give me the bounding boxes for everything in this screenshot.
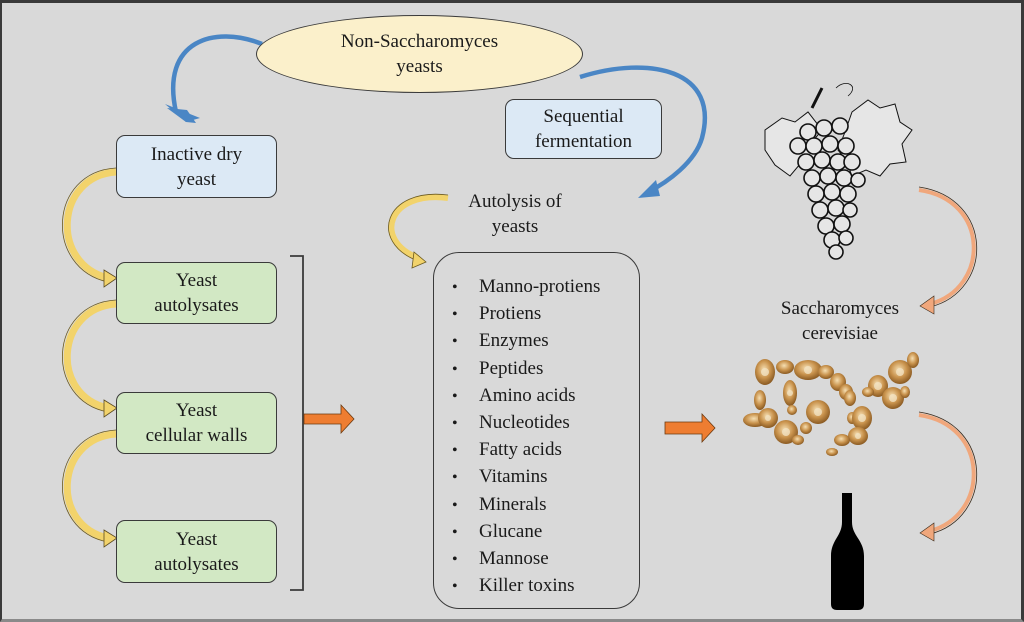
autolysis-product-item: • Amino acids bbox=[452, 383, 600, 410]
autolysis-product-item: • Mannose bbox=[452, 546, 600, 573]
yeast-autolysates-1-line2: autolysates bbox=[154, 295, 239, 316]
yeast-cells-icon bbox=[743, 352, 919, 456]
non-saccharomyces-line1: Non-Saccharomyces bbox=[340, 31, 499, 52]
bullet-icon: • bbox=[452, 415, 458, 433]
bullet-icon: • bbox=[452, 442, 458, 460]
sequential-fermentation-line2: fermentation bbox=[534, 131, 633, 152]
autolysis-product-item: • Peptides bbox=[452, 356, 600, 383]
sequential-fermentation-node: Sequential fermentation bbox=[505, 99, 662, 159]
bullet-icon: • bbox=[452, 578, 458, 596]
non-saccharomyces-line2: yeasts bbox=[396, 56, 443, 77]
autolysis-products-list: • Manno-protiens • Protiens • Enzymes • Peptide… bbox=[433, 252, 640, 609]
blue-arrow-to-inactive-dry-yeast bbox=[165, 34, 263, 123]
inactive-dry-yeast-line1: Inactive dry bbox=[150, 143, 243, 165]
autolysis-product-item: • Fatty acids bbox=[452, 437, 600, 464]
salmon-arrow-yeast-to-wine bbox=[918, 411, 978, 542]
saccharomyces-cerevisiae-label: Saccharomyces cerevisiae bbox=[765, 296, 915, 346]
yellow-arrow-1 bbox=[62, 167, 118, 288]
autolysis-product-item: • Enzymes bbox=[452, 328, 600, 355]
autolysis-of-yeasts-label: Autolysis of yeasts bbox=[450, 189, 580, 239]
bullet-icon: • bbox=[452, 523, 458, 541]
non-saccharomyces-yeasts-node: Non-Saccharomyces yeasts bbox=[256, 15, 583, 93]
sequential-fermentation-line1: Sequential bbox=[543, 106, 624, 127]
bullet-icon: • bbox=[452, 387, 458, 405]
autolysis-product-label: Protiens bbox=[479, 303, 542, 325]
bullet-icon: • bbox=[452, 306, 458, 324]
saccharomyces-line2: cerevisiae bbox=[802, 323, 878, 344]
yellow-arrow-3 bbox=[62, 429, 118, 548]
grape-bunch-icon bbox=[764, 83, 913, 260]
yeast-autolysates-2-line1: Yeast bbox=[175, 528, 218, 550]
autolysis-product-label: Mannose bbox=[479, 548, 549, 570]
bullet-icon: • bbox=[452, 279, 458, 296]
autolysis-product-label: Nucleotides bbox=[479, 412, 570, 434]
autolysis-product-item: • Glucane bbox=[452, 519, 600, 546]
yeast-cellular-walls-node: Yeast cellular walls bbox=[116, 392, 277, 454]
salmon-arrow-grapes-to-yeast bbox=[918, 186, 978, 315]
autolysis-product-item: • Vitamins bbox=[452, 464, 600, 491]
bullet-icon: • bbox=[452, 496, 458, 514]
yeast-cellular-walls-line1: Yeast bbox=[175, 400, 218, 421]
autolysis-line2: yeasts bbox=[491, 216, 539, 237]
autolysis-product-label: Minerals bbox=[479, 493, 547, 515]
bracket bbox=[290, 255, 304, 591]
yeast-autolysates-2-line2: autolysates bbox=[154, 553, 239, 575]
autolysis-product-label: Enzymes bbox=[479, 330, 549, 352]
yeast-autolysates-1-line1: Yeast bbox=[175, 270, 218, 291]
autolysis-product-item: • Killer toxins bbox=[452, 573, 600, 600]
autolysis-product-item: • Minerals bbox=[452, 492, 600, 519]
bullet-icon: • bbox=[452, 551, 458, 569]
inactive-dry-yeast-line2: yeast bbox=[176, 168, 217, 190]
wine-bottle-icon bbox=[831, 493, 864, 610]
bullet-icon: • bbox=[452, 469, 458, 487]
yellow-arrow-2 bbox=[62, 299, 118, 418]
yeast-cells-highlights bbox=[761, 366, 904, 439]
orange-arrow-list-to-yeast bbox=[664, 412, 716, 444]
yeast-autolysates-node-1: Yeast autolysates bbox=[116, 262, 277, 324]
yellow-arrow-to-list bbox=[388, 193, 449, 269]
yeast-autolysates-node-2: Yeast autolysates bbox=[116, 520, 277, 583]
autolysis-product-label: Killer toxins bbox=[479, 575, 575, 597]
orange-arrow-bracket-to-list bbox=[303, 403, 355, 435]
autolysis-product-label: Glucane bbox=[479, 520, 543, 542]
autolysis-product-label: Peptides bbox=[479, 357, 544, 379]
autolysis-product-item: • Protiens bbox=[452, 301, 600, 328]
yeast-cellular-walls-line2: cellular walls bbox=[145, 425, 248, 446]
saccharomyces-line1: Saccharomyces bbox=[780, 298, 900, 319]
bullet-icon: • bbox=[452, 333, 458, 351]
blue-arrow-to-autolysis bbox=[579, 65, 707, 198]
autolysis-product-item: • Nucleotides bbox=[452, 410, 600, 437]
inactive-dry-yeast-node: Inactive dry yeast bbox=[116, 135, 277, 198]
autolysis-product-item: • Manno-protiens bbox=[452, 274, 600, 301]
autolysis-product-label: Amino acids bbox=[479, 384, 576, 406]
autolysis-product-label: Fatty acids bbox=[479, 439, 562, 461]
autolysis-line1: Autolysis of bbox=[468, 191, 562, 212]
autolysis-product-label: Vitamins bbox=[479, 466, 548, 488]
autolysis-product-label: Manno-protiens bbox=[479, 276, 601, 297]
bullet-icon: • bbox=[452, 360, 458, 378]
